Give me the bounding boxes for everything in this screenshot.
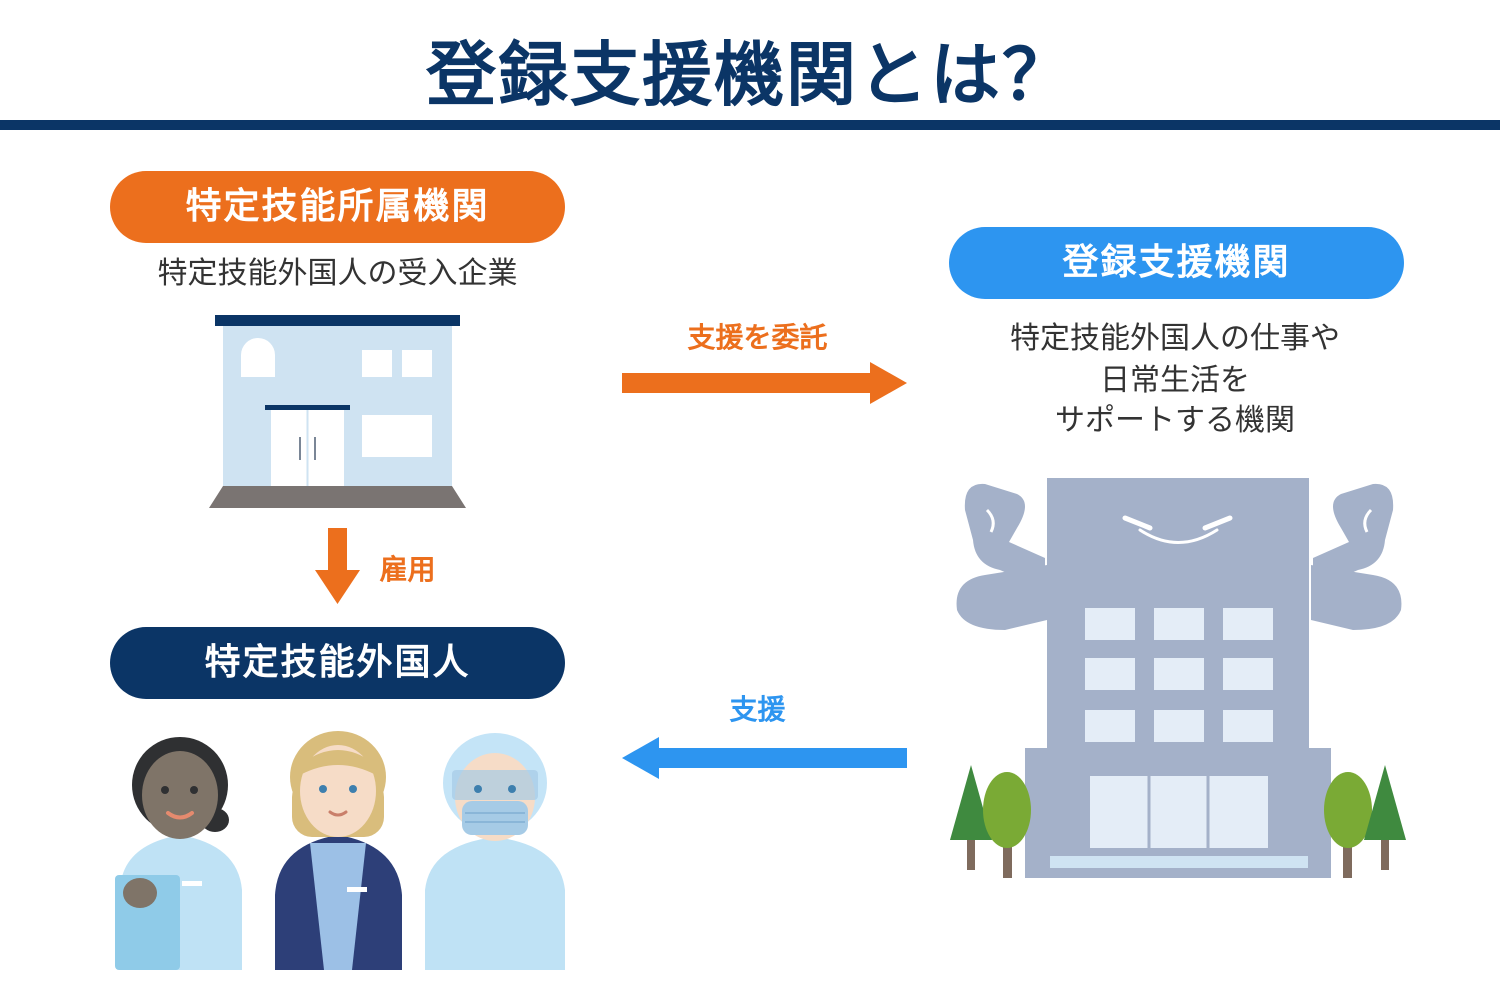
worker-label: 特定技能外国人 <box>110 627 565 699</box>
support-org-label: 登録支援機関 <box>949 227 1404 299</box>
delegate-label: 支援を委託 <box>687 321 828 354</box>
support-org-description-line-3: サポートする機関 <box>1055 403 1295 438</box>
worker-nurse-icon <box>115 737 242 970</box>
employ-label: 雇用 <box>379 553 436 586</box>
company-building-icon <box>209 315 466 508</box>
worker-staff-icon <box>275 731 402 970</box>
worker-factory-icon <box>425 733 565 970</box>
title-divider <box>0 120 1500 130</box>
support-org-description-line-1: 特定技能外国人の仕事や <box>1010 321 1340 356</box>
employer-label: 特定技能所属機関 <box>110 171 565 243</box>
support-org-building-icon <box>950 478 1406 878</box>
employ-arrow-down <box>315 528 360 604</box>
employer-description: 特定技能外国人の受入企業 <box>157 256 518 291</box>
support-label: 支援 <box>729 693 786 726</box>
support-arrow-left <box>622 737 907 779</box>
support-org-description-line-2: 日常生活を <box>1100 363 1250 398</box>
page-title: 登録支援機関とは？ <box>426 34 1074 116</box>
delegate-arrow-right <box>622 362 907 404</box>
workers-illustration <box>115 731 565 970</box>
